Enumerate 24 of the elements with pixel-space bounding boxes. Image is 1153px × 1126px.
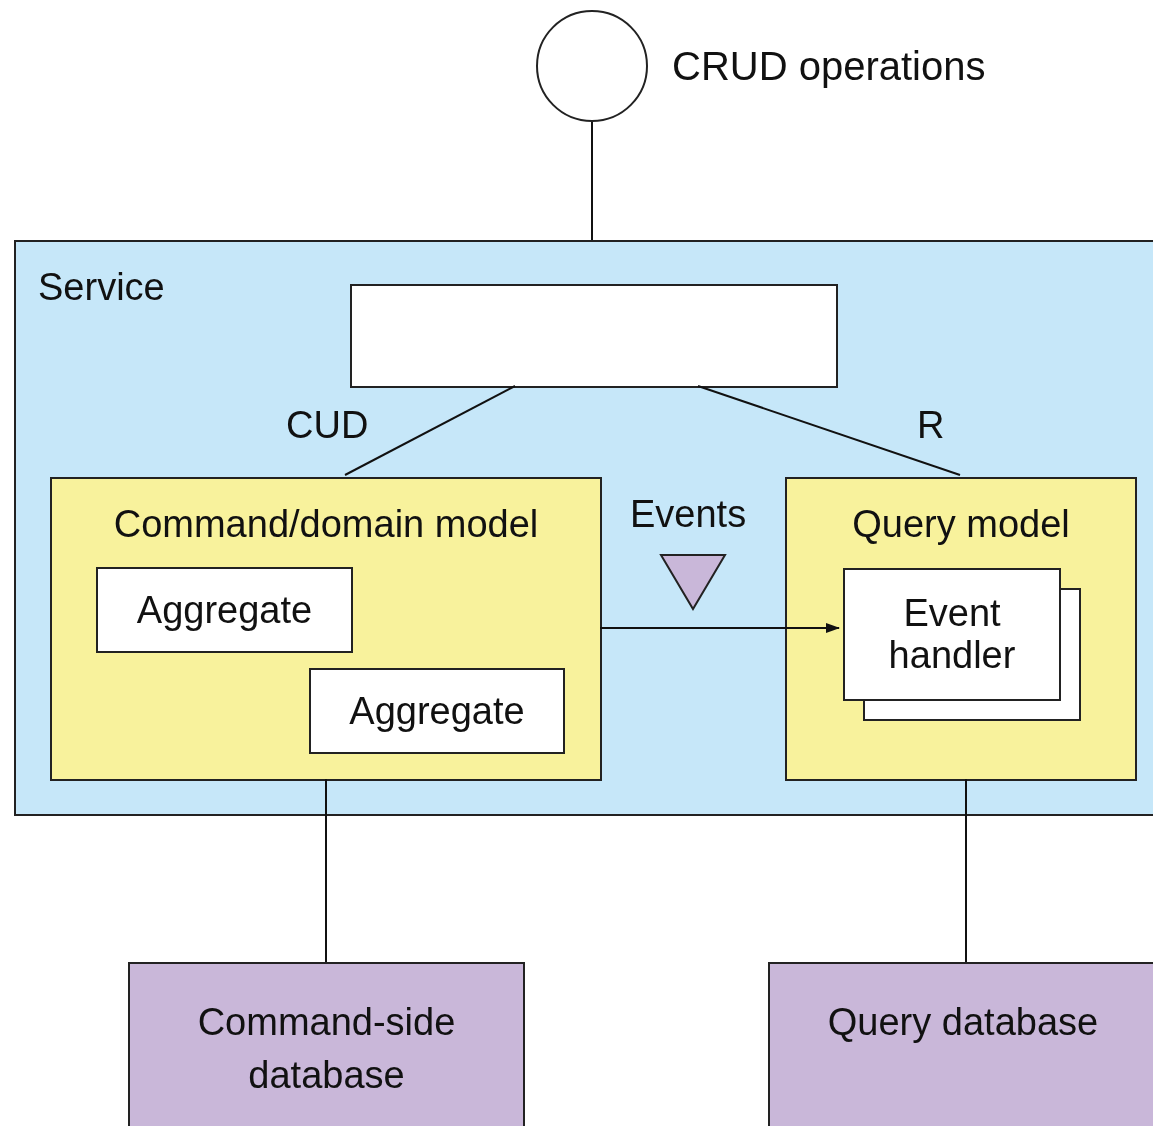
connector-line — [965, 778, 967, 963]
connector-line — [591, 121, 593, 241]
connector-line — [697, 385, 961, 476]
database-box — [128, 962, 525, 1126]
service-container — [14, 240, 1153, 816]
aggregate-box — [96, 567, 353, 653]
handler-box — [843, 568, 1061, 701]
empty-box — [350, 284, 838, 388]
database-label: Command-side database — [196, 1000, 457, 1099]
box-label: Query model — [851, 505, 1071, 543]
connector-line — [344, 385, 516, 476]
box-label: Event handler — [887, 592, 1017, 677]
model-box — [50, 477, 602, 781]
aggregate-box — [309, 668, 565, 754]
model-box — [785, 477, 1137, 781]
container-title: Service — [38, 268, 165, 306]
database-label: Query database — [827, 1000, 1099, 1045]
interface-label: CRUD operations — [672, 46, 986, 86]
box-label: Aggregate — [349, 692, 525, 730]
box-label: Command/domain model — [112, 505, 540, 543]
connector-line — [325, 778, 327, 963]
arrow — [599, 623, 840, 633]
database-box — [768, 962, 1153, 1126]
box-label: Aggregate — [136, 591, 313, 629]
